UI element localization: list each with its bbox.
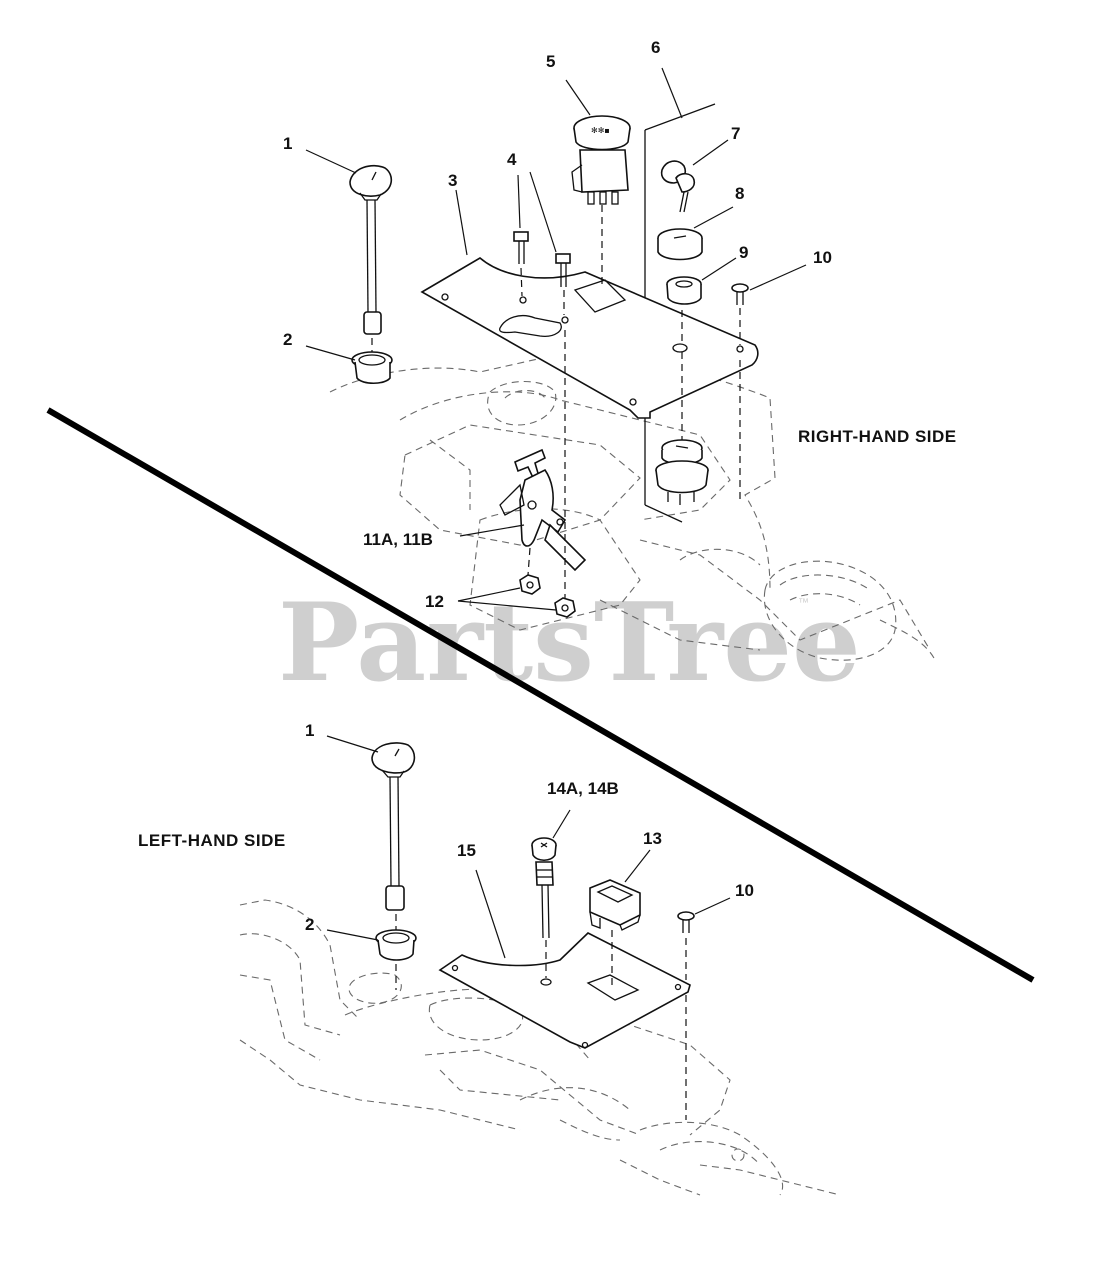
callout-3: 3 [448, 171, 457, 190]
callout-14a-14b: 14A, 14B [547, 779, 619, 798]
part-8-ignition-cover [657, 228, 703, 261]
part-1-dipstick-left [371, 742, 416, 911]
part-7-keys [660, 160, 696, 213]
watermark: PartsTree [278, 580, 861, 706]
watermark-trademark: ™ [798, 597, 809, 609]
part-5-pto-switch: ✻✻▪ [571, 115, 631, 205]
callout-7: 7 [731, 124, 740, 143]
callout-1-left: 1 [305, 721, 314, 740]
callout-6: 6 [651, 38, 660, 57]
left-side-machine-outline [239, 899, 841, 1196]
callout-4: 4 [507, 150, 517, 169]
callout-11a-11b: 11A, 11B [363, 530, 433, 549]
dashline-4a [520, 267, 523, 297]
callout-5: 5 [546, 52, 555, 71]
part-10-screw-right [731, 283, 749, 305]
callout-15: 15 [457, 841, 476, 860]
right-side-machine-outline [329, 344, 936, 661]
part-1-dipstick-right [349, 164, 393, 335]
left-hand-side-title: LEFT-HAND SIDE [138, 831, 286, 850]
right-hand-side-title: RIGHT-HAND SIDE [798, 427, 957, 446]
part-10-screw-left [677, 911, 695, 933]
section-divider-line [46, 407, 1035, 983]
ignition-switch-body [655, 439, 709, 505]
callout-10-left: 10 [735, 881, 754, 900]
callout-12: 12 [425, 592, 444, 611]
part-3-control-plate [420, 257, 759, 419]
part-14-choke-control [531, 837, 557, 939]
dashline-11a [527, 547, 531, 576]
callout-9: 9 [739, 243, 748, 262]
right-side-leader-lines [305, 67, 807, 611]
callout-13: 13 [643, 829, 662, 848]
part-2-grommet-left [375, 929, 417, 961]
callout-10-right: 10 [813, 248, 832, 267]
part-4-screws [513, 231, 571, 287]
svg-text:✻✻▪: ✻✻▪ [591, 126, 610, 135]
part-13-hour-meter [589, 879, 641, 931]
callout-2-right: 2 [283, 330, 292, 349]
left-side-leader-lines [326, 735, 731, 959]
callout-2-left: 2 [305, 915, 314, 934]
part-11-throttle-control [499, 448, 587, 572]
callout-8: 8 [735, 184, 744, 203]
part-12-nuts [519, 574, 576, 618]
callout-1-right: 1 [283, 134, 292, 153]
part-9-switch-nut [666, 276, 702, 305]
part-2-grommet-right [351, 351, 393, 385]
part-15-left-control-plate [438, 932, 691, 1049]
